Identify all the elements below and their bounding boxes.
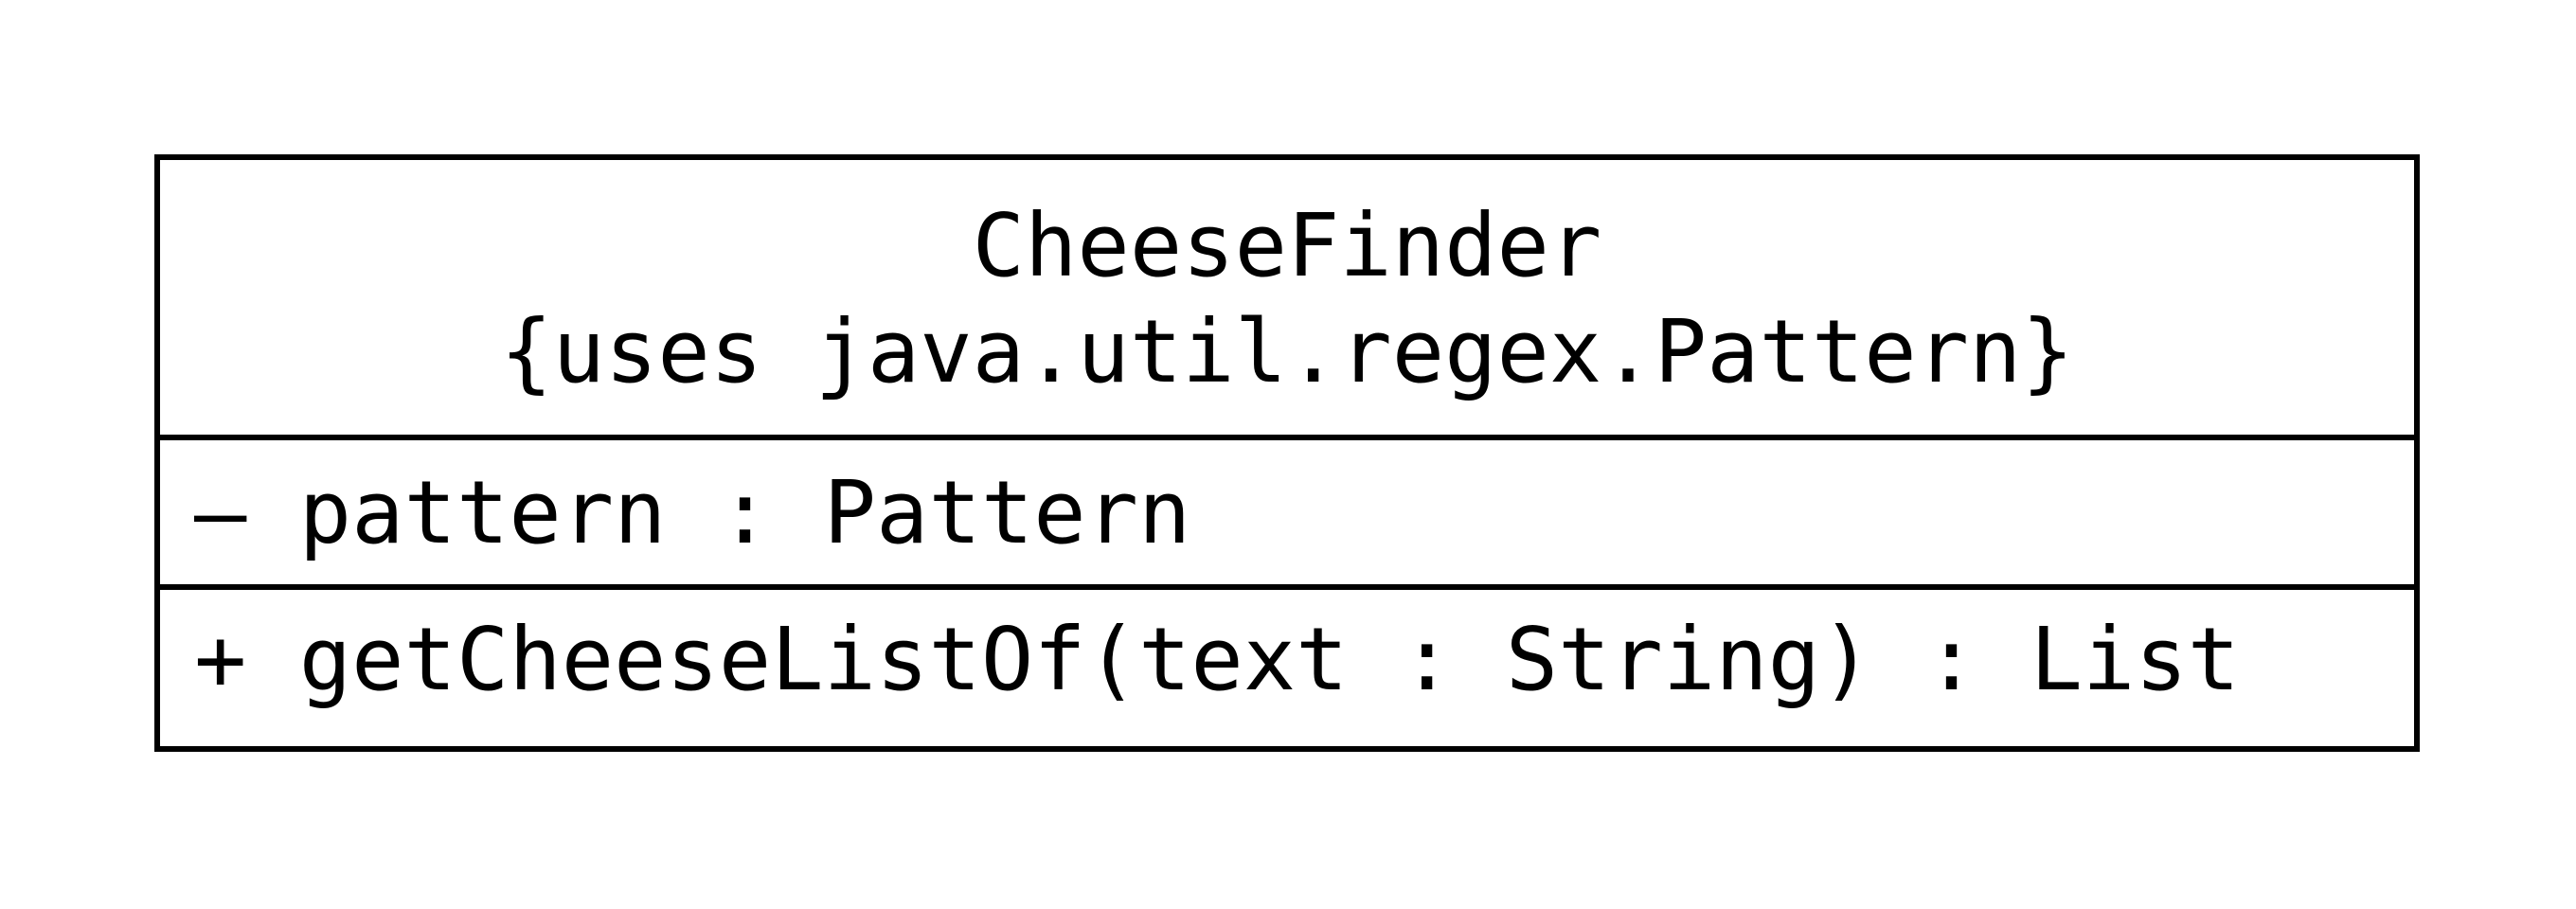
class-name: CheeseFinder <box>972 195 1602 296</box>
operation-item: + getCheeseListOf(text : String) : List <box>194 609 2241 710</box>
attributes-compartment: – pattern : Pattern <box>160 440 2414 590</box>
class-constraint: {uses java.util.regex.Pattern} <box>500 301 2074 402</box>
attribute-item: – pattern : Pattern <box>194 461 1191 563</box>
uml-class-box: CheeseFinder {uses java.util.regex.Patte… <box>154 154 2420 752</box>
class-name-compartment: CheeseFinder {uses java.util.regex.Patte… <box>160 160 2414 440</box>
operations-compartment: + getCheeseListOf(text : String) : List <box>160 590 2414 746</box>
